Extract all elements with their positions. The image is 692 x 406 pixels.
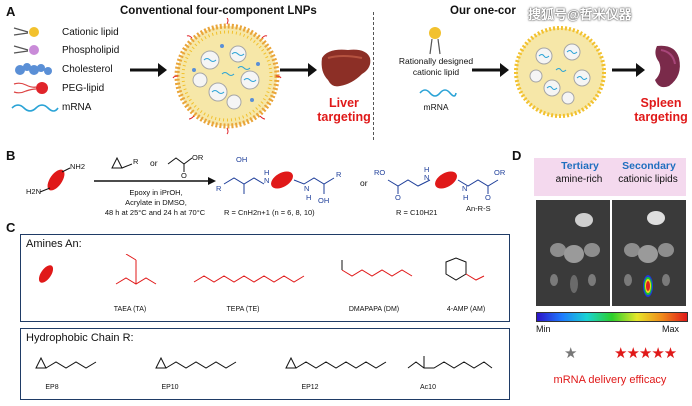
epoxide-reagent-icon (111, 156, 133, 169)
reaction-arrow-icon (94, 177, 216, 185)
b-h2n-bottom: H2N (26, 187, 42, 196)
chains-title: Hydrophobic Chain R: (26, 332, 134, 344)
amines-box (20, 234, 510, 322)
amine-label-4amp: 4-AMP (AM) (446, 306, 486, 313)
amines-title: Amines An: (26, 238, 82, 250)
b-nh2-top: NH2 (70, 162, 86, 171)
panel-c-label: C (6, 220, 16, 235)
acrylate-reagent-icon (167, 157, 193, 172)
cationic-lipid-icon (13, 27, 39, 37)
product2-structure-icon (387, 171, 499, 194)
panel-d-label: D (512, 148, 522, 163)
arrow-icon (472, 63, 509, 77)
b-p2-name: An-R-S (466, 204, 491, 213)
b-p1-oh1: OH (236, 155, 248, 164)
b-p1-oh2: OH (318, 196, 330, 205)
cholesterol-icon (15, 63, 52, 75)
amine-label-dmapapa: DMAPAPA (DM) (348, 306, 400, 313)
b-reagent-r: R (133, 157, 139, 166)
efficacy-star-tertiary: ★ (564, 345, 578, 362)
b-p1-n1: N (264, 176, 270, 185)
panel-d-header-bg (534, 158, 686, 196)
legend-mrna: mRNA (62, 102, 92, 113)
lnp-conventional-icon (172, 18, 282, 135)
panel-a-label: A (6, 4, 16, 19)
lnp-onecomponent-icon (514, 26, 606, 118)
b-p2-h1: H (424, 165, 430, 174)
organ-images (536, 200, 686, 306)
panel-a-divider (373, 12, 374, 140)
spleen-targeting-text: Spleen targeting (634, 96, 688, 124)
designed-lipid-icon (429, 27, 441, 55)
b-cond2: Acrylate in DMSO, (125, 198, 187, 207)
b-p1-h1: H (264, 168, 270, 177)
col2-line1: Secondary (622, 160, 676, 172)
chains-box (20, 328, 510, 400)
b-p2-n2: N (462, 184, 468, 193)
legend-peg-lipid: PEG-lipid (62, 83, 105, 94)
amine-structures-icon (38, 254, 485, 285)
organ-set-tertiary (550, 213, 600, 293)
efficacy-label: mRNA delivery efficacy (553, 374, 667, 386)
b-reagent-o: O (181, 171, 187, 180)
chain-label-ep8: EP8 (45, 384, 59, 391)
b-p2-o2: O (485, 193, 491, 202)
legend-phospholipid: Phospholipid (62, 45, 120, 56)
mrna-label: mRNA (423, 102, 449, 112)
arrow-icon (280, 63, 317, 77)
product1-structure-icon (223, 171, 335, 194)
phospholipid-icon (13, 45, 39, 55)
b-or-mid: or (360, 178, 368, 188)
legend-icons (11, 27, 59, 112)
b-p2-formula: R = C10H21 (396, 208, 438, 217)
peg-lipid-icon (13, 82, 48, 94)
arrow-icon (130, 63, 167, 77)
amine-starting-icon (39, 167, 71, 193)
amine-label-tepa: TEPA (TE) (226, 306, 260, 313)
b-p2-ro: RO (374, 168, 386, 177)
mrna-icon (419, 89, 457, 97)
mrna-icon (11, 104, 59, 112)
chain-label-ep12: EP12 (301, 384, 319, 391)
b-p1-h2: H (306, 193, 312, 202)
b-cond3: 48 h at 25°C and 24 h at 70°C (104, 208, 206, 217)
b-p1-formula: R = CnH2n+1 (n = 6, 8, 10) (224, 208, 315, 217)
legend-cholesterol: Cholesterol (62, 64, 113, 75)
chain-label-ep10: EP10 (161, 384, 179, 391)
colorbar-max: Max (662, 324, 680, 334)
colorbar-min: Min (536, 324, 551, 334)
panel-a-title-left: Conventional four-component LNPs (120, 5, 317, 17)
legend-cationic-lipid: Cationic lipid (62, 27, 119, 38)
watermark: 搜狐号@哲米仪器 (528, 7, 632, 22)
organ-set-secondary (624, 211, 674, 297)
liver-targeting-text: Liver targeting (317, 96, 371, 124)
b-p1-n2: N (304, 184, 310, 193)
b-p1-r1: R (216, 184, 222, 193)
b-p2-h2: H (463, 193, 469, 202)
efficacy-stars-secondary: ★★★★★ (614, 345, 677, 362)
liver-icon (321, 49, 371, 87)
b-p2-or: OR (494, 168, 506, 177)
rationally-line1: Rationally designed (398, 56, 474, 66)
spleen-icon (655, 45, 680, 88)
b-p1-r2: R (336, 170, 342, 179)
panel-a-title-right: Our one-cor (450, 5, 516, 17)
b-p2-o1: O (395, 193, 401, 202)
rationally-line2: cationic lipid (412, 67, 460, 77)
panel-b-label: B (6, 148, 16, 163)
intensity-colorbar (536, 312, 688, 322)
col1-line1: Tertiary (561, 160, 599, 172)
chain-label-ac10: Ac10 (420, 384, 436, 391)
b-reagent-or-group: OR (192, 153, 204, 162)
col1-line2: amine-rich (555, 174, 603, 185)
b-reagent-or: or (150, 158, 158, 168)
amine-label-taea: TAEA (TA) (113, 306, 147, 313)
b-cond1: Epoxy in iPrOH, (129, 188, 183, 197)
b-p2-n1: N (424, 173, 430, 182)
arrow-icon (612, 63, 645, 77)
col2-line2: cationic lipids (618, 174, 678, 185)
chain-structures-icon (35, 356, 493, 369)
